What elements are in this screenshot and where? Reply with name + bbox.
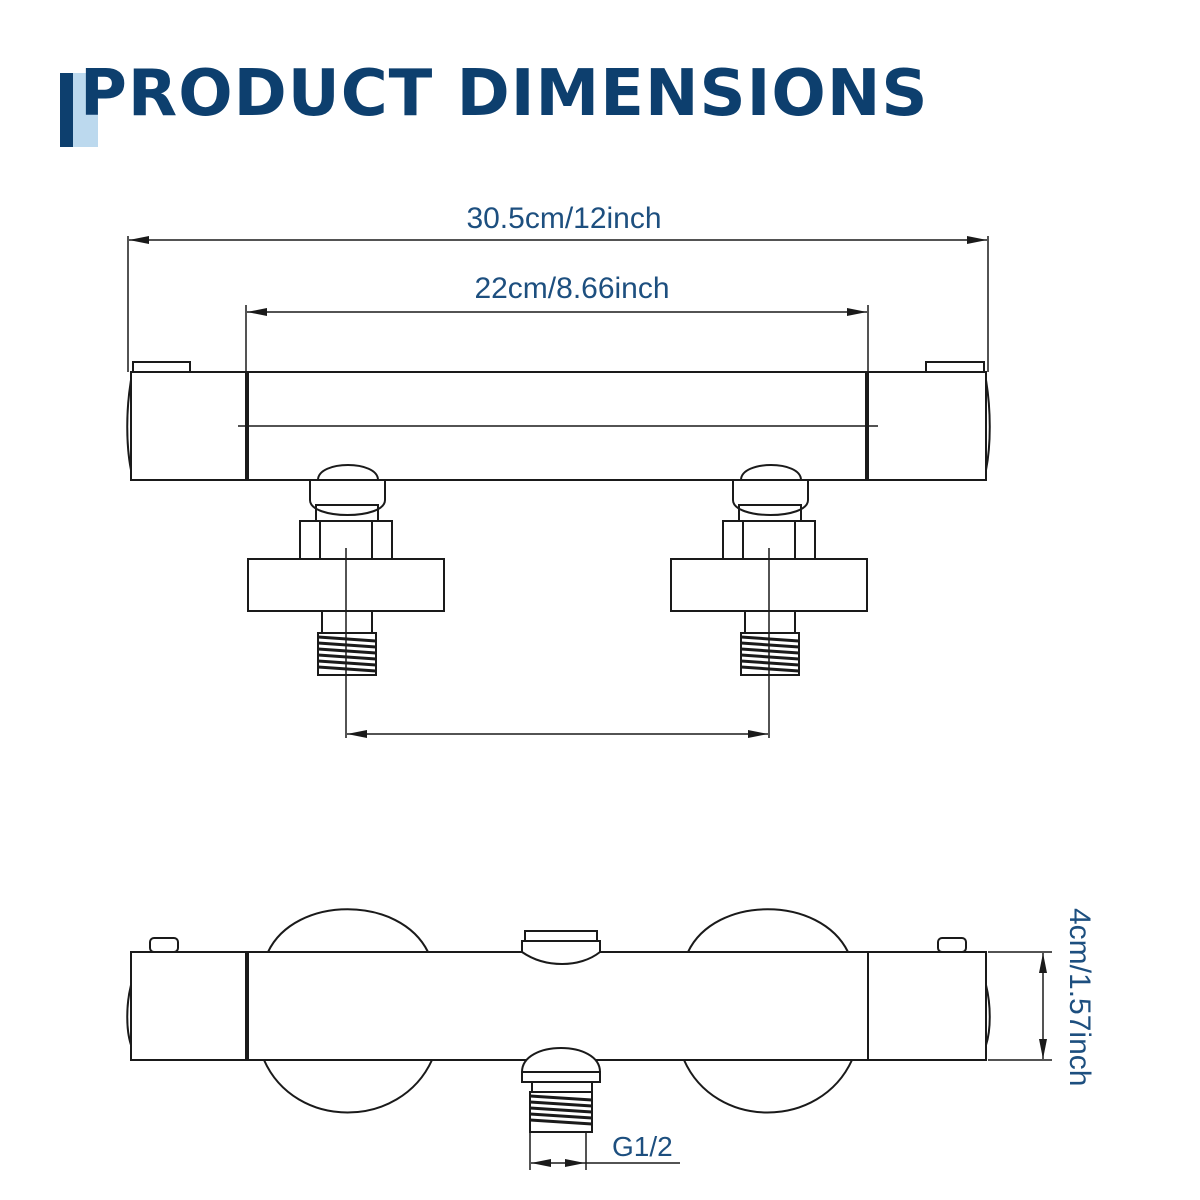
front-left-cap: [130, 951, 247, 1061]
body-length-label: 22cm/8.66inch: [474, 272, 669, 305]
front-right-cap: [867, 951, 987, 1061]
title-accent-bar-light: [73, 73, 98, 147]
left-knob: [149, 937, 179, 953]
right-connector: [670, 464, 868, 738]
left-disc-bottom: [263, 1059, 433, 1114]
overall-length-label: 30.5cm/12inch: [466, 202, 661, 235]
right-disc-bottom: [683, 1059, 853, 1114]
outlet-thread: [529, 1091, 593, 1133]
left-disc-top: [267, 908, 429, 953]
right-knob: [937, 937, 967, 953]
title-accent-bar-dark: [60, 73, 73, 147]
front-view: [126, 908, 1052, 1170]
right-end-cap: [867, 371, 987, 481]
thread-label: G1/2: [612, 1131, 673, 1162]
left-thread: [317, 632, 377, 676]
right-thread: [740, 632, 800, 676]
right-disc-top: [687, 908, 849, 953]
left-connector: [247, 464, 445, 738]
page-title: PRODUCT DIMENSIONS: [80, 57, 929, 131]
left-end-cap: [130, 371, 247, 481]
front-main-body: [247, 951, 869, 1061]
height-label: 4cm/1.57inch: [1063, 908, 1096, 1086]
top-view: [126, 236, 991, 738]
